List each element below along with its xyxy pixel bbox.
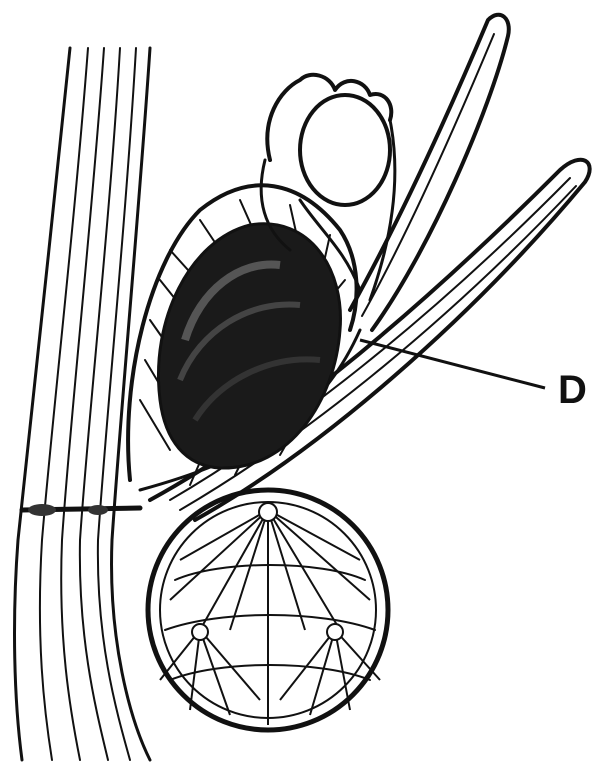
round-capsule [148, 490, 388, 730]
outer-leaf-upper [350, 15, 509, 330]
dark-oval-body [158, 224, 340, 468]
label-d: D [558, 368, 587, 413]
